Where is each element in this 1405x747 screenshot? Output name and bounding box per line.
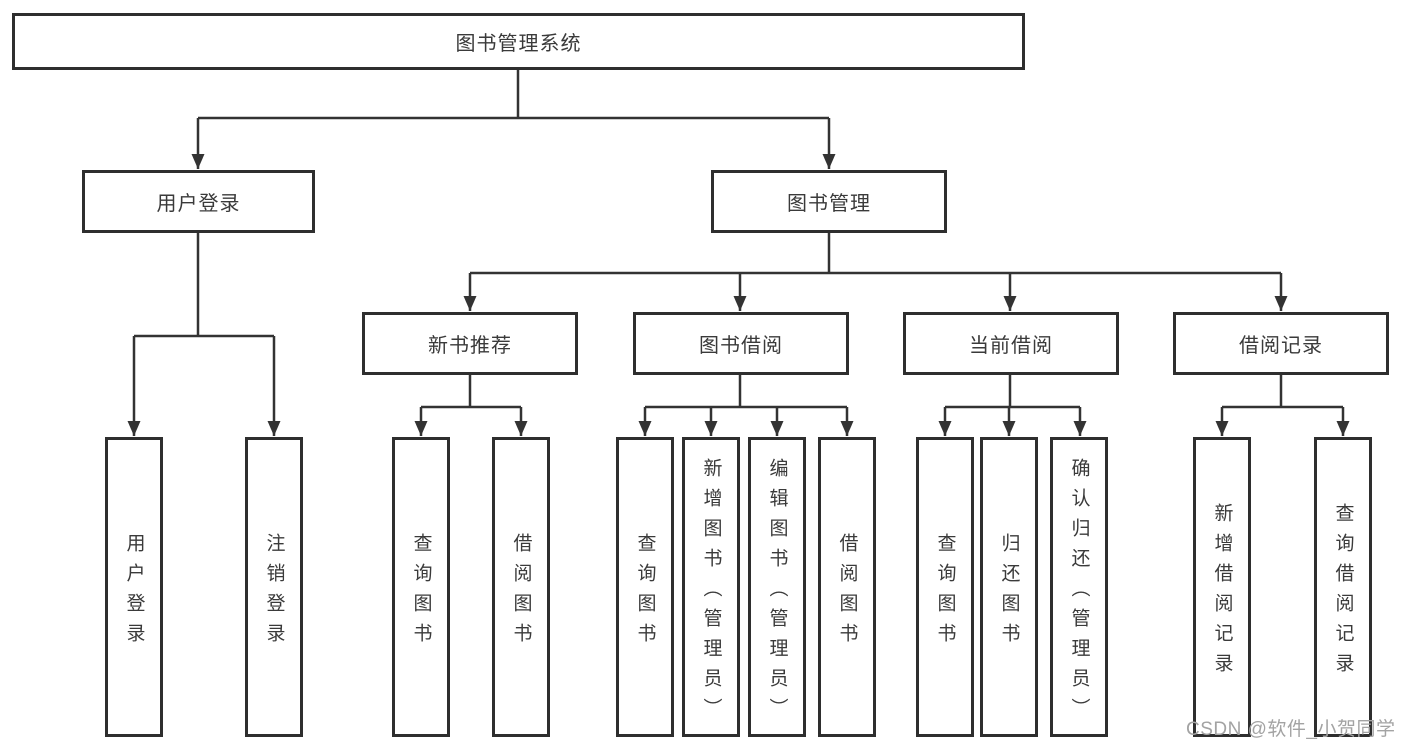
node-label: 查询图书 bbox=[410, 532, 432, 653]
node-book-management-branch: 图书管理 bbox=[711, 170, 947, 233]
node-label: 借阅记录 bbox=[1239, 335, 1323, 357]
node-user-login-branch: 用户登录 bbox=[82, 170, 315, 233]
node-query-books-leaf-1: 查询图书 bbox=[392, 437, 450, 737]
node-label: 新增借阅记录 bbox=[1211, 502, 1233, 683]
node-book-borrow: 图书借阅 bbox=[633, 312, 849, 375]
node-label: 图书管理 bbox=[787, 193, 871, 215]
node-confirm-return-admin-leaf: 确认归还（管理员） bbox=[1050, 437, 1108, 737]
node-label: 注销登录 bbox=[263, 532, 285, 653]
node-query-books-leaf-3: 查询图书 bbox=[916, 437, 974, 737]
node-library-management-system: 图书管理系统 bbox=[12, 13, 1025, 70]
node-new-book-recommend: 新书推荐 bbox=[362, 312, 578, 375]
node-query-borrow-record-leaf: 查询借阅记录 bbox=[1314, 437, 1372, 737]
node-current-borrow: 当前借阅 bbox=[903, 312, 1119, 375]
node-label: 借阅图书 bbox=[836, 532, 858, 653]
node-query-books-leaf-2: 查询图书 bbox=[616, 437, 674, 737]
node-return-books-leaf: 归还图书 bbox=[980, 437, 1038, 737]
node-label: 归还图书 bbox=[998, 532, 1020, 653]
node-borrow-records: 借阅记录 bbox=[1173, 312, 1389, 375]
node-label: 用户登录 bbox=[156, 193, 241, 215]
node-label: 查询借阅记录 bbox=[1332, 502, 1354, 683]
node-label: 借阅图书 bbox=[510, 532, 532, 653]
node-label: 新书推荐 bbox=[428, 335, 512, 357]
node-label: 新增图书（管理员） bbox=[700, 457, 722, 728]
node-logout-leaf: 注销登录 bbox=[245, 437, 303, 737]
node-add-books-admin-leaf: 新增图书（管理员） bbox=[682, 437, 740, 737]
node-borrow-books-leaf-2: 借阅图书 bbox=[818, 437, 876, 737]
node-label: 图书管理系统 bbox=[455, 33, 582, 55]
node-edit-books-admin-leaf: 编辑图书（管理员） bbox=[748, 437, 806, 737]
node-label: 图书借阅 bbox=[699, 335, 783, 357]
csdn-watermark: CSDN @软件_小贺同学 bbox=[1186, 719, 1396, 740]
node-user-login-leaf: 用户登录 bbox=[105, 437, 163, 737]
node-label: 当前借阅 bbox=[969, 335, 1053, 357]
node-label: 查询图书 bbox=[934, 532, 956, 653]
node-label: 编辑图书（管理员） bbox=[766, 457, 788, 728]
node-label: 确认归还（管理员） bbox=[1068, 457, 1090, 728]
node-label: 用户登录 bbox=[123, 532, 145, 653]
node-add-borrow-record-leaf: 新增借阅记录 bbox=[1193, 437, 1251, 737]
node-label: 查询图书 bbox=[634, 532, 656, 653]
node-borrow-books-leaf-1: 借阅图书 bbox=[492, 437, 550, 737]
